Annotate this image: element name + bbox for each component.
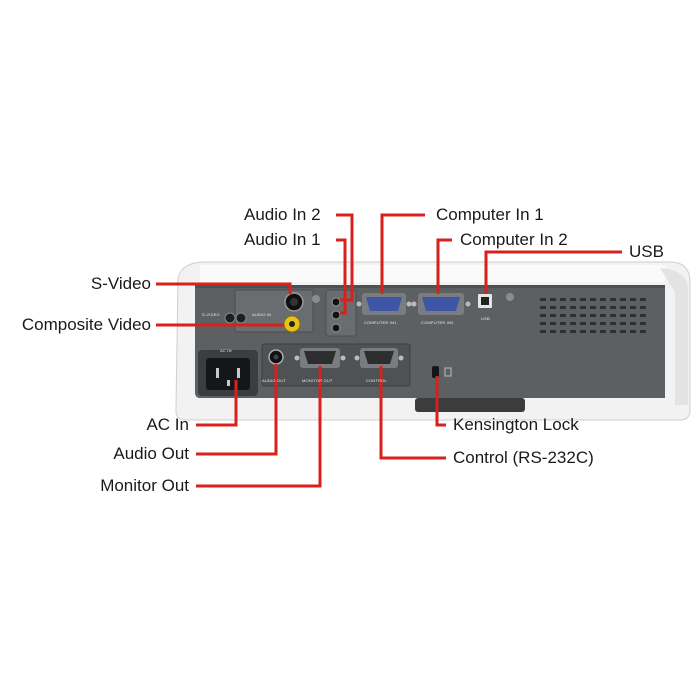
panel-label-audio-out: AUDIO OUT (262, 378, 287, 383)
leader-kensington (435, 376, 446, 427)
audio-out-jack (268, 349, 284, 365)
monitor-out-port (294, 348, 346, 368)
panel-screw-right (506, 293, 514, 301)
kensington-lock-slot (432, 366, 452, 378)
control-port (354, 348, 404, 368)
small-jacks-left (224, 312, 247, 324)
leader-audio-in-1 (336, 238, 347, 315)
leader-audio-out (196, 364, 278, 456)
label-computer-in-2: Computer In 2 (460, 230, 568, 249)
s-video-jack (284, 292, 304, 312)
panel-label-usb: USB (481, 316, 490, 321)
vent-grille (540, 298, 646, 333)
panel-label-computer-in-2: COMPUTER IN2 (421, 320, 454, 325)
leader-s-video (156, 282, 292, 294)
panel-screw (312, 295, 320, 303)
projector-foot (415, 398, 525, 412)
panel-label-audio-in: AUDIO IN (252, 312, 272, 317)
usb-port (478, 294, 492, 308)
panel-label-ac-in: AC IN (220, 348, 232, 353)
leader-usb (484, 250, 622, 294)
leader-computer-in-1 (380, 213, 425, 294)
label-monitor-out: Monitor Out (100, 476, 189, 495)
label-audio-in-2: Audio In 2 (244, 205, 321, 224)
composite-jack (283, 315, 301, 333)
leader-control (379, 366, 446, 460)
panel-label-s-video: S-VIDEO (202, 312, 220, 317)
leader-ac-in (196, 380, 238, 427)
label-usb: USB (629, 242, 664, 261)
leader-lines (156, 213, 622, 488)
label-audio-out: Audio Out (113, 444, 189, 463)
label-audio-in-1: Audio In 1 (244, 230, 321, 249)
label-computer-in-1: Computer In 1 (436, 205, 544, 224)
panel-label-monitor-out: MONITOR OUT (302, 378, 333, 383)
leader-computer-in-2 (436, 238, 452, 294)
label-s-video: S-Video (90, 274, 151, 293)
ac-inlet (198, 350, 258, 396)
panel-label-control: CONTROL (366, 378, 387, 383)
audio-in-jacks (331, 297, 341, 333)
label-composite-video: Composite Video (21, 315, 151, 334)
label-control: Control (RS-232C) (453, 448, 594, 467)
leader-monitor-out (196, 366, 322, 488)
label-kensington-lock: Kensington Lock (453, 415, 579, 434)
panel-label-computer-in-1: COMPUTER IN1 (364, 320, 397, 325)
label-ac-in: AC In (146, 415, 189, 434)
computer-in-1-port (356, 293, 412, 315)
computer-in-2-port (411, 293, 471, 315)
